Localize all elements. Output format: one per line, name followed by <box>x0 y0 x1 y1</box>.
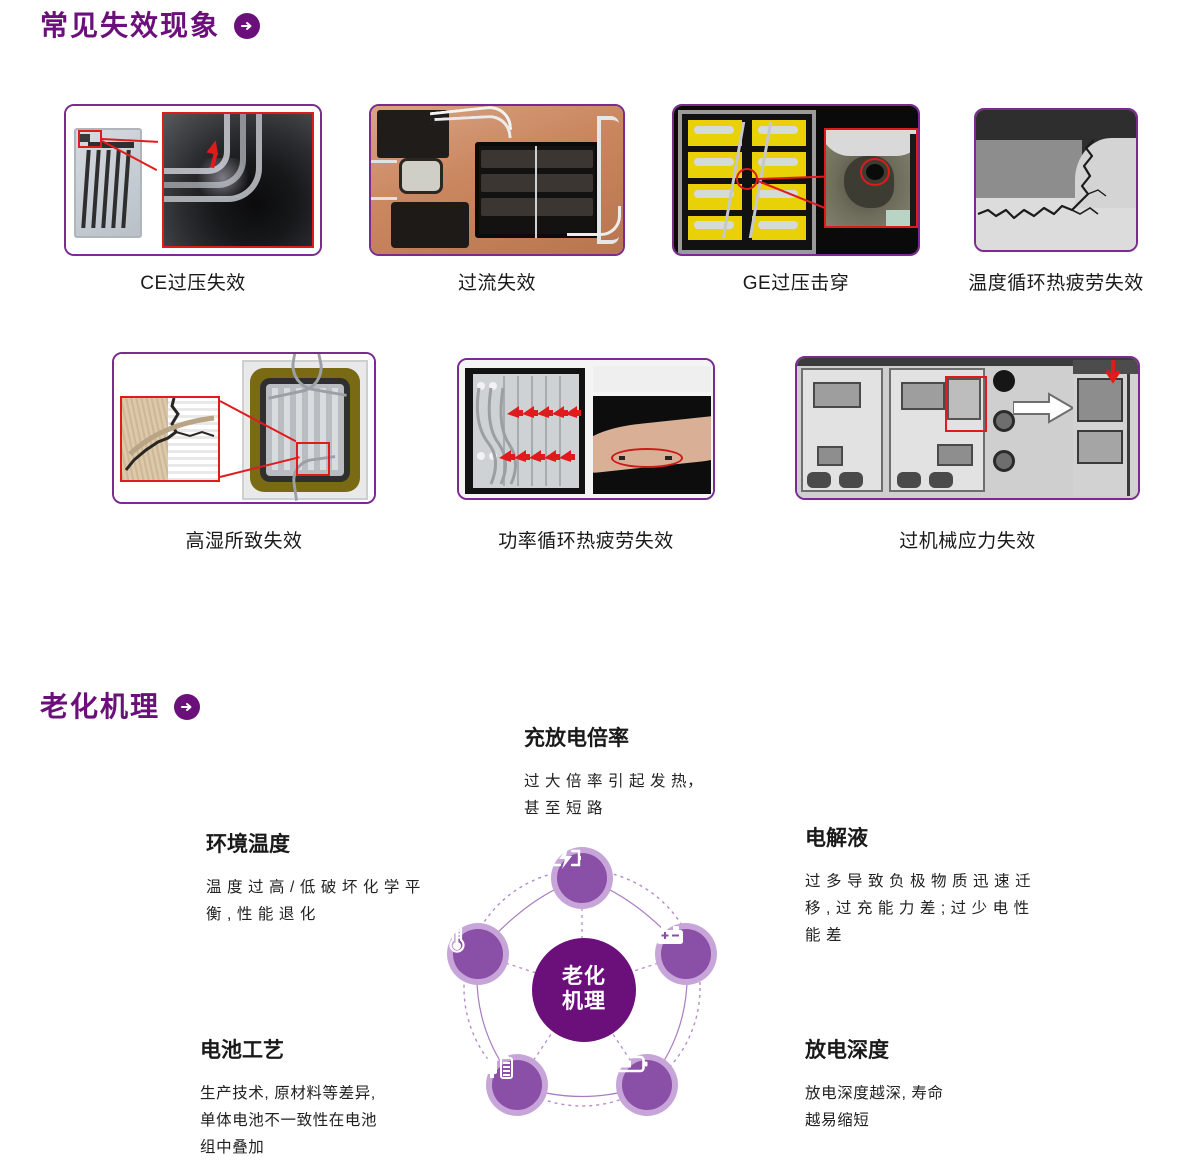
aging-factor-title: 放电深度 <box>805 1039 889 1062</box>
aging-factor-desc: 温 度 过 高 / 低 破 坏 化 学 平 衡 , 性 能 退 化 <box>206 874 456 928</box>
aging-mechanism-hub-diagram: 老化 机理 <box>432 838 732 1138</box>
desc-line: 能 差 <box>805 927 843 945</box>
failure-caption-thermal-cycling: 温度循环热疲劳失效 <box>968 273 1144 294</box>
hub-center-line2: 机理 <box>562 990 606 1013</box>
failure-caption-ce-overvoltage: CE过压失效 <box>140 273 246 294</box>
aging-factor-charge-rate: 充放电倍率 过 大 倍 率 引 起 发 热， 甚 至 短 路 <box>524 722 754 822</box>
hub-center-line1: 老化 <box>562 965 606 989</box>
aging-factor-electrolyte: 电解液 过 多 导 致 负 极 物 质 迅 速 迁 移 , 过 充 能 力 差 … <box>805 822 1055 949</box>
failure-card-overcurrent[interactable] <box>369 104 625 256</box>
aging-factor-desc: 过 大 倍 率 引 起 发 热， 甚 至 短 路 <box>524 768 754 822</box>
hub-node-ambient-temperature[interactable] <box>447 923 509 985</box>
battery-half-icon <box>616 1055 672 1110</box>
failure-caption-overcurrent: 过流失效 <box>457 273 536 294</box>
arrow-right-icon <box>174 694 201 720</box>
desc-line: 移 , 过 充 能 力 差 ; 过 少 电 性 <box>805 900 1030 918</box>
aging-factor-title: 充放电倍率 <box>524 727 629 750</box>
car-battery-icon <box>657 926 711 979</box>
overcurrent-failure-photo <box>371 106 623 254</box>
aging-factor-desc: 放电深度越深, 寿命 越易缩短 <box>805 1080 1055 1134</box>
failure-card-power-cycling[interactable] <box>457 358 715 500</box>
hub-node-electrolyte[interactable] <box>655 923 717 985</box>
failure-caption-high-humidity: 高湿所致失效 <box>185 531 303 552</box>
section-title-aging: 老化机理 <box>40 691 161 722</box>
failure-caption-ge-breakdown: GE过压击穿 <box>742 273 850 294</box>
aging-factor-cell-process: 电池工艺 生产技术, 原材料等差异, 单体电池不一致性在电池 组中叠加 <box>200 1034 450 1161</box>
ge-overvoltage-breakdown-photo <box>674 106 918 254</box>
section-heading-aging: 老化机理 <box>40 691 201 722</box>
desc-line: 放电深度越深, 寿命 <box>805 1085 944 1102</box>
hub-center-label: 老化 机理 <box>532 938 636 1042</box>
failure-card-mechanical-stress[interactable] <box>795 356 1140 500</box>
thermal-cycling-fatigue-photo <box>976 110 1136 250</box>
failure-caption-power-cycling: 功率循环热疲劳失效 <box>498 531 674 552</box>
failure-card-ce-overvoltage[interactable] <box>64 104 322 256</box>
battery-bolt-icon <box>551 847 607 903</box>
aging-factor-depth-of-discharge: 放电深度 放电深度越深, 寿命 越易缩短 <box>805 1034 1055 1134</box>
battery-cells-icon <box>487 1055 542 1110</box>
desc-line: 过 多 导 致 负 极 物 质 迅 速 迁 <box>805 873 1032 890</box>
desc-line: 甚 至 短 路 <box>524 800 604 818</box>
desc-line: 衡 , 性 能 退 化 <box>206 906 316 924</box>
arrow-right-icon <box>234 13 261 39</box>
aging-factor-title: 环境温度 <box>206 833 290 856</box>
hub-node-cell-process[interactable] <box>486 1054 548 1116</box>
desc-line: 越易缩短 <box>805 1112 870 1130</box>
aging-factor-desc: 生产技术, 原材料等差异, 单体电池不一致性在电池 组中叠加 <box>200 1080 450 1161</box>
section-title-failure: 常见失效现象 <box>40 10 221 41</box>
aging-factor-title: 电解液 <box>805 827 868 850</box>
aging-factor-desc: 过 多 导 致 负 极 物 质 迅 速 迁 移 , 过 充 能 力 差 ; 过 … <box>805 868 1055 949</box>
section-heading-failure: 常见失效现象 <box>40 10 261 41</box>
desc-line: 过 大 倍 率 引 起 发 热， <box>524 773 704 790</box>
desc-line: 生产技术, 原材料等差异, <box>200 1085 376 1102</box>
power-cycling-fatigue-photo <box>459 360 713 498</box>
failure-card-thermal-cycling[interactable] <box>974 108 1138 252</box>
failure-card-ge-breakdown[interactable] <box>672 104 920 256</box>
aging-factor-ambient-temperature: 环境温度 温 度 过 高 / 低 破 坏 化 学 平 衡 , 性 能 退 化 <box>206 828 456 928</box>
thermometer-icon <box>449 923 503 979</box>
hub-node-depth-of-discharge[interactable] <box>616 1054 678 1116</box>
desc-line: 组中叠加 <box>200 1139 265 1157</box>
desc-line: 温 度 过 高 / 低 破 坏 化 学 平 <box>206 879 421 896</box>
hub-node-charge-rate[interactable] <box>551 847 613 909</box>
failure-caption-mechanical-stress: 过机械应力失效 <box>899 531 1036 552</box>
aging-factor-title: 电池工艺 <box>200 1039 284 1062</box>
failure-card-high-humidity[interactable] <box>112 352 376 504</box>
mechanical-stress-failure-photo <box>797 358 1138 498</box>
desc-line: 单体电池不一致性在电池 <box>200 1112 378 1130</box>
high-humidity-failure-photo <box>114 354 374 502</box>
ce-overvoltage-failure-photo <box>66 106 320 254</box>
